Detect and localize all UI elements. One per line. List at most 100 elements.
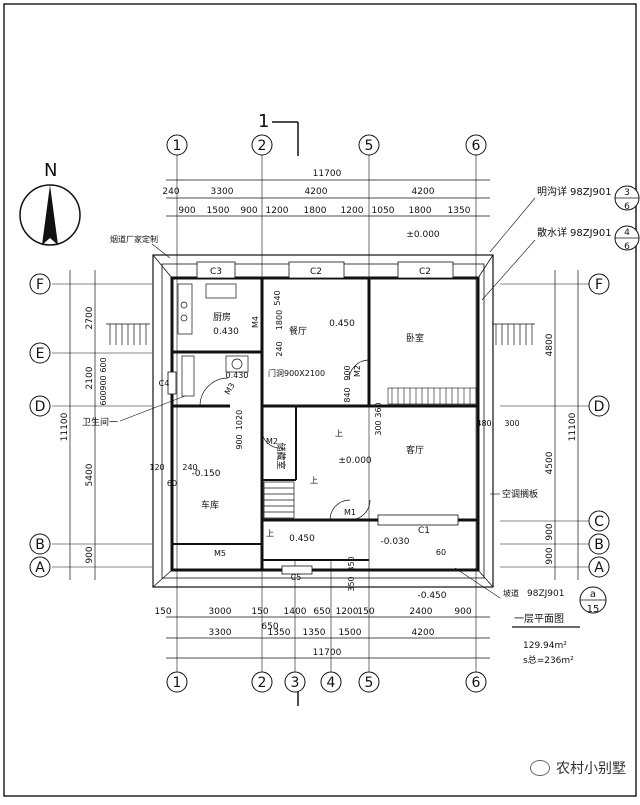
dim-bot-r1-7: 150 <box>357 607 374 617</box>
dim-top-total: 11700 <box>313 169 342 179</box>
dim-bot-total: 11700 <box>313 648 342 658</box>
dim-top-r3-9: 1350 <box>448 206 471 216</box>
dim-inner-240b: 240 <box>182 463 197 472</box>
dim-top-r3-7: 1050 <box>372 206 395 216</box>
dim-inner-540: 540 <box>273 290 282 305</box>
door-m2-a: M2 <box>353 365 362 377</box>
dim-inner-1020: 1020 <box>235 410 244 430</box>
watermark: 农村小别墅 <box>530 758 626 778</box>
room-bedroom: 卧室 <box>406 332 424 344</box>
door-m1: M1 <box>344 508 356 517</box>
area-total: s总=236m² <box>523 654 574 666</box>
dim-inner-900: 900 <box>343 365 352 380</box>
axis-left-A: A <box>35 560 45 576</box>
ramp-ref: 98ZJ901 <box>527 589 564 599</box>
door-swings <box>199 359 371 521</box>
dim-left-2: 2100 <box>85 366 95 389</box>
axis-right-C: C <box>594 514 604 530</box>
callout-apron-num: 4 <box>624 228 630 238</box>
dim-left-5: 600 <box>99 390 108 405</box>
axis-top-5: 5 <box>365 138 374 154</box>
eave-lines <box>152 254 494 588</box>
dim-left-1: 2700 <box>85 306 95 329</box>
note-ac-shelf: 空调搁板 <box>502 488 538 500</box>
axis-right-F: F <box>595 277 603 293</box>
ramp-prefix: 坡道 <box>503 588 519 598</box>
axis-top-2: 2 <box>258 138 267 154</box>
wardrobe-hatch <box>387 387 477 405</box>
dim-top-r3-2: 1500 <box>207 206 230 216</box>
axis-bottom-5: 5 <box>365 675 374 691</box>
dim-inner-300b: 300 <box>504 419 519 428</box>
dim-right-total: 11100 <box>568 412 578 441</box>
left-dimensions <box>69 270 96 580</box>
wechat-icon <box>530 760 550 776</box>
callout-ditch-sub: 6 <box>624 202 630 212</box>
room-living: 客厅 <box>406 444 424 456</box>
building-walls <box>152 254 494 588</box>
room-kitchen: 厨房 <box>213 311 231 323</box>
dim-inner-300: 300 <box>374 420 383 435</box>
room-garage: 车库 <box>201 499 219 511</box>
dim-left-7: 900 <box>85 546 95 563</box>
window-c3: C3 <box>210 267 222 277</box>
dim-inner-120: 120 <box>149 463 164 472</box>
window-c2-a: C2 <box>310 267 322 277</box>
axis-right-D: D <box>594 399 605 415</box>
dim-right-2: 4500 <box>545 451 555 474</box>
room-dining: 餐厅 <box>289 325 307 337</box>
door-m3: M3 <box>223 381 237 396</box>
stair-up-1: 上 <box>335 429 343 438</box>
dim-bot-r2-4: 1500 <box>339 628 362 638</box>
dim-bot-r1-6: 1200 <box>336 607 359 617</box>
room-storage: 储藏室 <box>275 442 287 469</box>
callout-ditch-num: 3 <box>624 188 630 198</box>
bottom-dimensions <box>166 616 490 659</box>
interior-stairs <box>263 481 295 519</box>
axis-top-6: 6 <box>472 138 481 154</box>
callout-ditch-ref: 98ZJ901 <box>570 187 612 198</box>
door-m5: M5 <box>214 549 226 558</box>
window-c5: C5 <box>291 573 302 582</box>
door-m2-b: M2 <box>266 437 278 446</box>
dim-left-total: 11100 <box>60 412 70 441</box>
axis-bottom-4: 4 <box>327 675 336 691</box>
dim-bot-r1-2: 3000 <box>209 607 232 617</box>
grid-lines <box>52 155 590 672</box>
kitchen-fixtures <box>177 283 249 397</box>
callout-apron: 散水详 98ZJ901 4 6 <box>481 225 640 301</box>
dim-bot-r2-3: 1350 <box>303 628 326 638</box>
section-mark: 1 <box>258 111 299 706</box>
dim-top-r3-5: 1800 <box>304 206 327 216</box>
level-living: ±0.000 <box>338 456 372 466</box>
dim-left-6: 5400 <box>85 463 95 486</box>
dim-inner-360: 360 <box>374 402 383 417</box>
level-dining: 0.450 <box>329 319 355 329</box>
side-steps <box>106 323 535 345</box>
right-dimensions <box>554 270 579 580</box>
dim-inner-480: 480 <box>476 419 491 428</box>
level-front: -0.030 <box>380 537 409 547</box>
dim-inner-240: 240 <box>275 341 284 356</box>
axis-bottom-2: 2 <box>258 675 267 691</box>
north-label: N <box>44 160 57 181</box>
dim-inner-350a: 350 <box>347 556 356 571</box>
area-floor: 129.94m² <box>523 641 567 651</box>
axis-bottom-1: 1 <box>173 675 182 691</box>
north-arrow-icon: N <box>19 160 81 246</box>
plan-title: 一层平面图 <box>514 613 564 625</box>
axis-left-E: E <box>36 346 45 362</box>
axis-top-1: 1 <box>173 138 182 154</box>
note-door-opening: 门洞900X2100 <box>268 368 325 378</box>
dim-inner-60: 60 <box>436 548 446 557</box>
axis-bottom-3: 3 <box>291 675 300 691</box>
dim-bot-r2-5: 4200 <box>412 628 435 638</box>
note-chimney: 烟道厂家定制 <box>110 234 158 244</box>
dim-top-r2-1: 240 <box>162 187 179 197</box>
top-axis-markers: 1 2 5 6 <box>166 134 487 156</box>
dim-inner-1800: 1800 <box>275 310 284 330</box>
dim-bot-r1-1: 150 <box>154 607 171 617</box>
dim-top-r3-6: 1200 <box>341 206 364 216</box>
